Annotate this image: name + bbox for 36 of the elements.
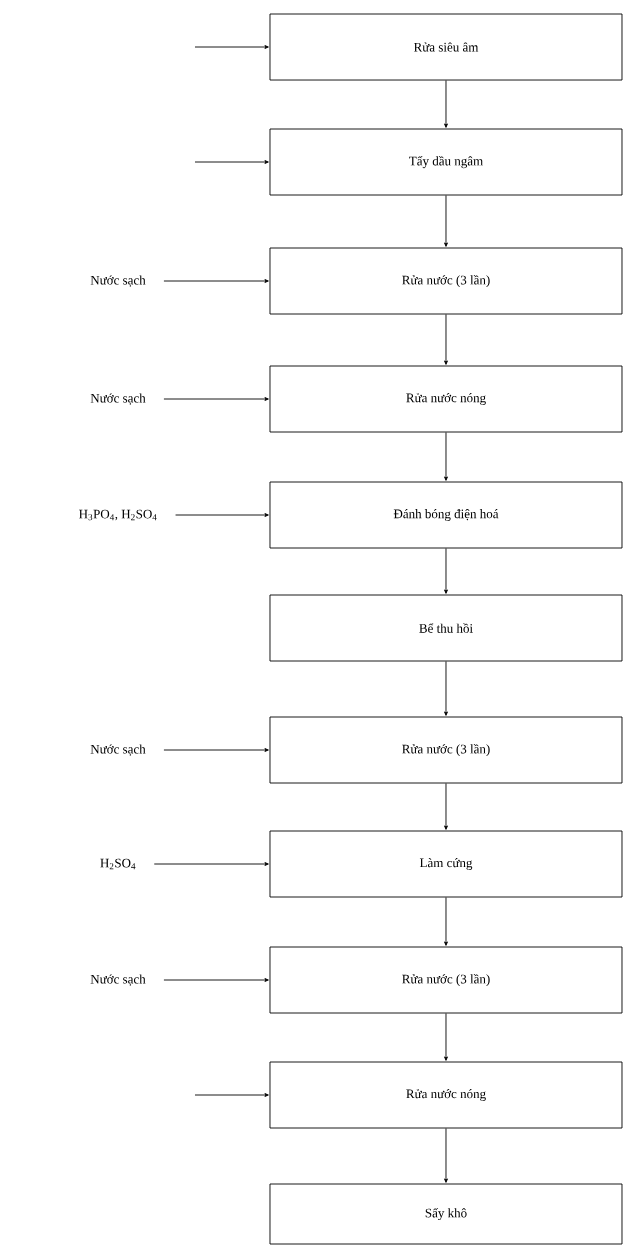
process-box: Làm cứng [269,830,623,898]
arrow [444,783,448,830]
arrow [444,1128,448,1183]
arrow [444,661,448,716]
process-box: Rửa nước nóng [269,365,623,433]
input-label: Nước sạch [90,744,146,756]
arrow [444,80,448,128]
input-label: Nước sạch [90,393,146,405]
arrow [444,432,448,481]
process-box: Bể thu hồi [269,594,623,662]
process-box: Sấy khô [269,1183,623,1245]
arrow [444,1013,448,1061]
arrow [194,160,269,164]
arrow [163,748,269,752]
process-box: Rửa nước (3 lần) [269,946,623,1014]
input-label: Nước sạch [90,974,146,986]
arrow [163,397,269,401]
input-label: H$_{2}$SO$_{4}$ [100,858,136,870]
process-box: Rửa nước nóng [269,1061,623,1129]
arrow [194,45,269,49]
process-box: Đánh bóng điện hoá [269,481,623,549]
arrow [444,897,448,946]
input-label: H$_{3}$PO$_{4}$, H$_{2}$SO$_{4}$ [79,509,157,521]
process-box: Tẩy dầu ngâm [269,128,623,196]
input-label: Nước sạch [90,275,146,287]
process-box: Rửa siêu âm [269,13,623,81]
arrow [444,548,448,594]
arrow [194,1093,269,1097]
arrow [444,314,448,365]
process-box: Rửa nước (3 lần) [269,716,623,784]
arrow [163,978,269,982]
arrow [163,279,269,283]
arrow [153,862,269,866]
arrow [175,513,269,517]
arrow [444,195,448,247]
process-box: Rửa nước (3 lần) [269,247,623,315]
